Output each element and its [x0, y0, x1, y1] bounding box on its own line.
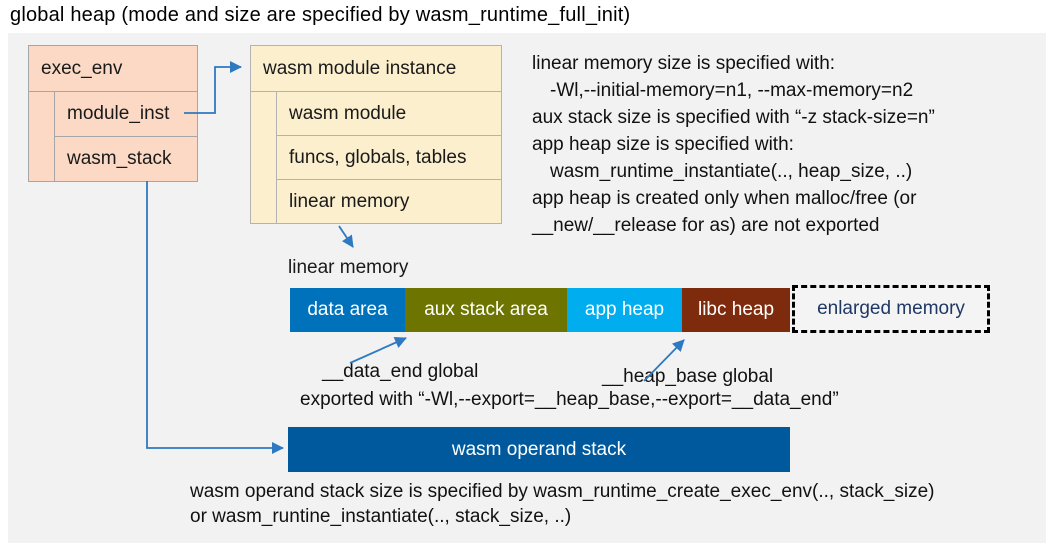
segment-app-heap: app heap [567, 288, 682, 332]
module-instance-row-linear-memory: linear memory [276, 180, 501, 223]
note-line: linear memory size is specified with: [532, 53, 836, 74]
operand-stack-bar: wasm operand stack [288, 427, 790, 472]
linear-memory-label: linear memory [288, 257, 409, 278]
note-line: app heap is created only when malloc/fre… [532, 188, 917, 209]
module-instance-row-funcs-globals-tables: funcs, globals, tables [276, 136, 501, 180]
note-line: wasm_runtime_instantiate(.., heap_size, … [550, 161, 913, 182]
annotation-data-end-global: __data_end global [322, 361, 479, 382]
exec-env-header: exec_env [29, 46, 197, 92]
note-line: aux stack size is specified with “-z sta… [532, 107, 935, 128]
module-instance-row-wasm-module: wasm module [276, 92, 501, 136]
note-line: __new/__release for as) are not exported [532, 215, 880, 236]
exec-env-row-module-inst: module_inst [54, 92, 197, 137]
segment-enlarged-memory: enlarged memory [792, 285, 990, 333]
note-line: -Wl,--initial-memory=n1, --max-memory=n2 [550, 80, 914, 101]
segment-aux-stack-area: aux stack area [405, 288, 567, 332]
footer-note: wasm operand stack size is specified by … [190, 479, 935, 529]
exec-env-box: exec_env module_inst wasm_stack [28, 45, 198, 182]
segment-data-area: data area [290, 288, 405, 332]
diagram-title: global heap (mode and size are specified… [10, 4, 631, 26]
size-notes-text: linear memory size is specified with: -W… [532, 50, 935, 239]
linear-memory-bar: data area aux stack area app heap libc h… [290, 288, 790, 332]
segment-libc-heap: libc heap [682, 288, 790, 332]
exec-env-row-wasm-stack: wasm_stack [54, 137, 197, 181]
footer-line: wasm operand stack size is specified by … [190, 481, 935, 502]
module-instance-header: wasm module instance [251, 46, 501, 92]
footer-line: or wasm_runtine_instantiate(.., stack_si… [190, 506, 572, 527]
annotation-exported-with: exported with “-Wl,--export=__heap_base,… [300, 389, 839, 410]
module-instance-box: wasm module instance wasm module funcs, … [250, 45, 502, 224]
note-line: app heap size is specified with: [532, 134, 794, 155]
annotation-heap-base-global: __heap_base global [602, 366, 774, 387]
